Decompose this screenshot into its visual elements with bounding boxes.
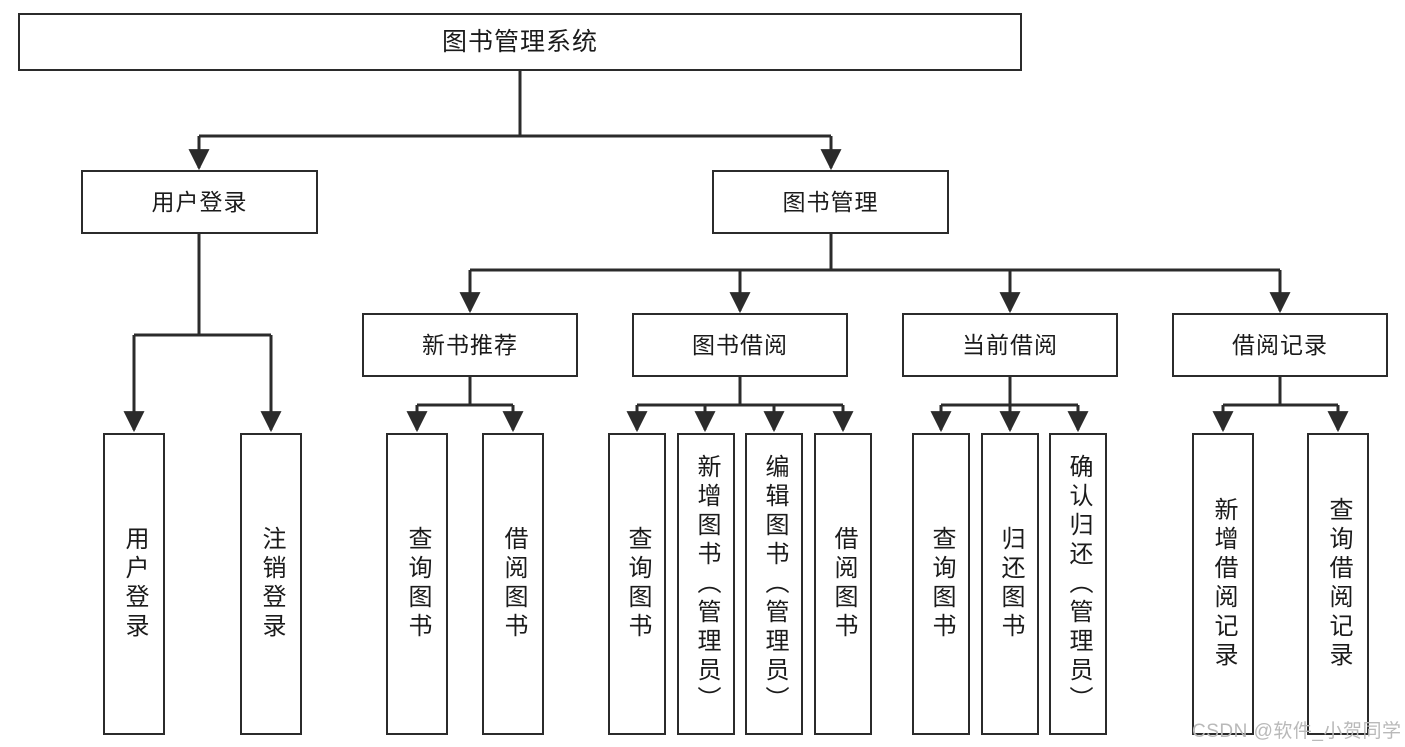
node-leaf-query-book-2[interactable]: 查询图书 — [608, 433, 666, 735]
node-leaf-query-book-1-label: 查询图书 — [404, 526, 431, 642]
node-book-borrow[interactable]: 图书借阅 — [632, 313, 848, 377]
node-leaf-edit-book-label: 编辑图书（管理员） — [761, 453, 788, 715]
node-borrow-record-label: 借阅记录 — [1232, 331, 1328, 358]
node-root-label: 图书管理系统 — [441, 27, 598, 56]
node-leaf-user-login-label: 用户登录 — [121, 526, 148, 642]
node-leaf-borrow-book-1[interactable]: 借阅图书 — [482, 433, 544, 735]
node-current-borrow-label: 当前借阅 — [962, 331, 1058, 358]
node-leaf-query-book-2-label: 查询图书 — [624, 526, 651, 642]
node-borrow-record[interactable]: 借阅记录 — [1172, 313, 1388, 377]
node-current-borrow[interactable]: 当前借阅 — [902, 313, 1118, 377]
node-book-borrow-label: 图书借阅 — [692, 331, 788, 358]
node-leaf-add-book[interactable]: 新增图书（管理员） — [677, 433, 735, 735]
node-leaf-logout[interactable]: 注销登录 — [240, 433, 302, 735]
node-leaf-return-book-label: 归还图书 — [997, 526, 1024, 642]
node-leaf-logout-label: 注销登录 — [258, 526, 285, 642]
node-leaf-return-book[interactable]: 归还图书 — [981, 433, 1039, 735]
node-leaf-query-book-3[interactable]: 查询图书 — [912, 433, 970, 735]
node-leaf-edit-book[interactable]: 编辑图书（管理员） — [745, 433, 803, 735]
node-leaf-add-record-label: 新增借阅记录 — [1210, 497, 1237, 671]
node-leaf-borrow-book-1-label: 借阅图书 — [500, 526, 527, 642]
node-user-login-label: 用户登录 — [151, 188, 248, 215]
node-root[interactable]: 图书管理系统 — [18, 13, 1022, 71]
node-leaf-add-book-label: 新增图书（管理员） — [693, 453, 720, 715]
node-leaf-confirm-return-label: 确认归还（管理员） — [1065, 453, 1092, 715]
node-leaf-confirm-return[interactable]: 确认归还（管理员） — [1049, 433, 1107, 735]
node-new-book-recommend[interactable]: 新书推荐 — [362, 313, 578, 377]
node-leaf-user-login[interactable]: 用户登录 — [103, 433, 165, 735]
node-leaf-borrow-book-2[interactable]: 借阅图书 — [814, 433, 872, 735]
watermark: CSDN @软件_小贺同学 — [1192, 721, 1402, 742]
node-leaf-query-record-label: 查询借阅记录 — [1325, 497, 1352, 671]
node-leaf-query-book-1[interactable]: 查询图书 — [386, 433, 448, 735]
node-new-book-recommend-label: 新书推荐 — [422, 331, 518, 358]
node-book-manage-label: 图书管理 — [782, 188, 879, 215]
node-leaf-add-record[interactable]: 新增借阅记录 — [1192, 433, 1254, 735]
node-user-login[interactable]: 用户登录 — [81, 170, 318, 234]
node-leaf-borrow-book-2-label: 借阅图书 — [830, 526, 857, 642]
node-book-manage[interactable]: 图书管理 — [712, 170, 949, 234]
node-leaf-query-book-3-label: 查询图书 — [928, 526, 955, 642]
node-leaf-query-record[interactable]: 查询借阅记录 — [1307, 433, 1369, 735]
